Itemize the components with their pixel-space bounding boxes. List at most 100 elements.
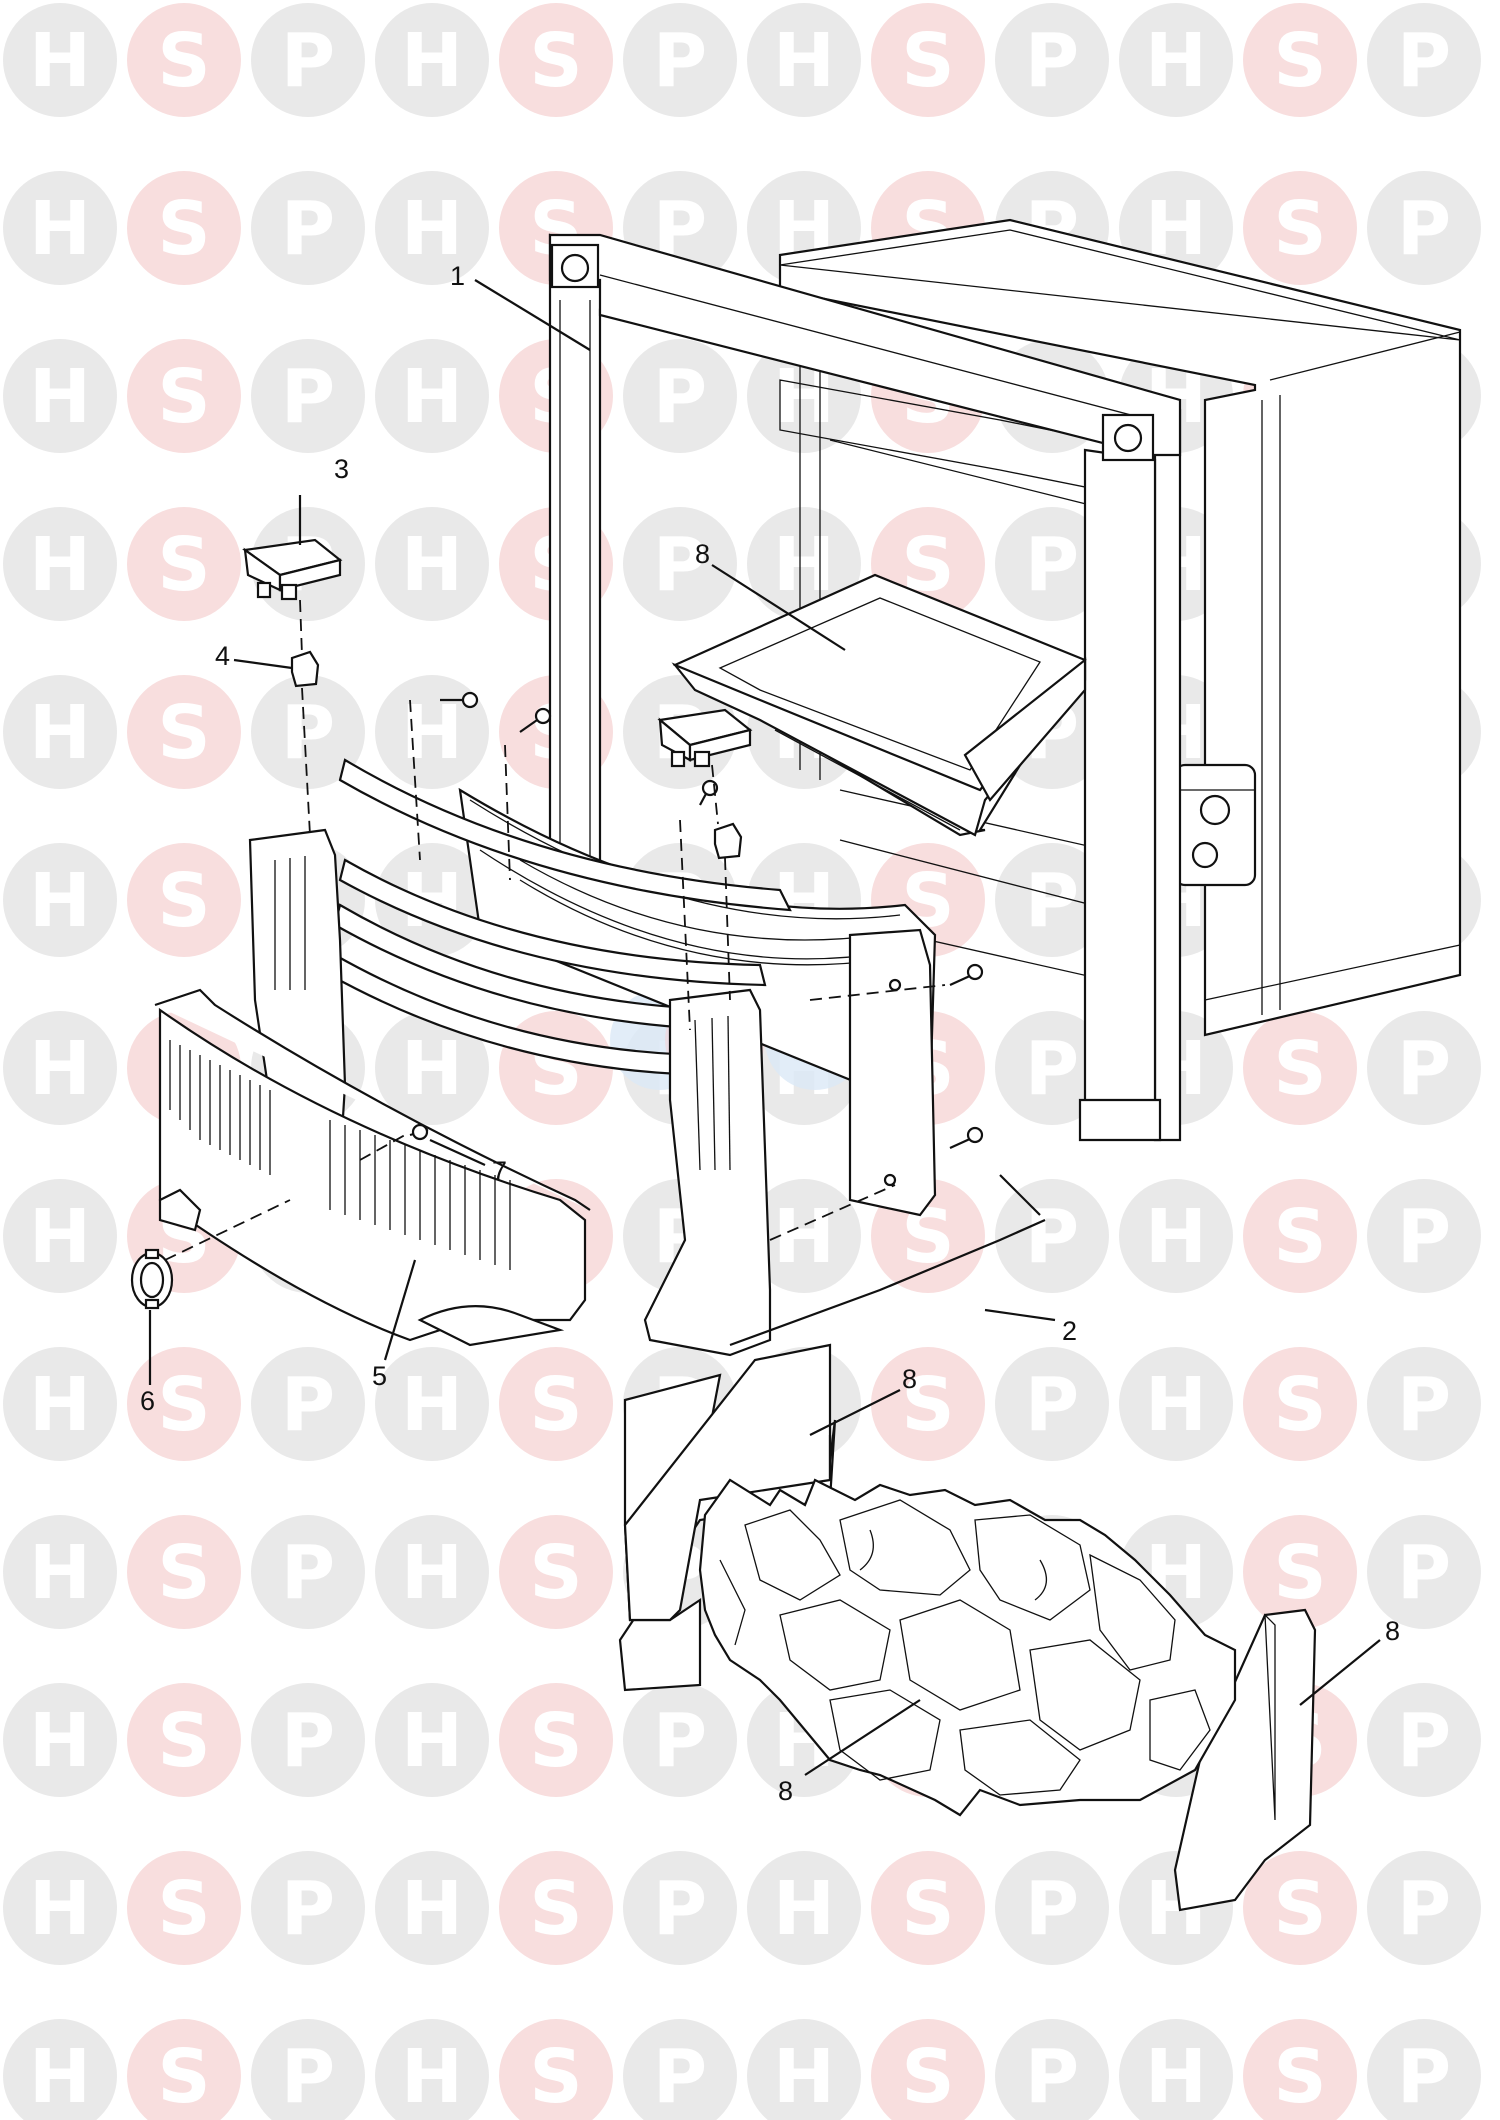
watermark-letter: H — [773, 1194, 835, 1280]
callout-7: 7 — [492, 1156, 507, 1186]
watermark-circle — [375, 3, 489, 117]
callout-8-right-panel: 8 — [1385, 1616, 1400, 1646]
watermark-letter: P — [1025, 1362, 1079, 1448]
watermark-letter: H — [29, 858, 91, 944]
callout-1: 1 — [450, 261, 465, 291]
part-3-cap-right — [657, 708, 753, 768]
watermark-circle — [499, 1515, 613, 1629]
watermark-letter: P — [1025, 18, 1079, 104]
watermark-circle — [1119, 1179, 1233, 1293]
watermark-letter: H — [29, 354, 91, 440]
watermark-letter: S — [901, 1866, 954, 1952]
watermark-circle — [375, 1515, 489, 1629]
watermark-circle — [1367, 1347, 1481, 1461]
watermark-circle — [623, 1683, 737, 1797]
watermark-letter: H — [29, 186, 91, 272]
watermark-letter: S — [901, 18, 954, 104]
watermark-letter: P — [653, 1866, 707, 1952]
watermark-circle — [995, 507, 1109, 621]
part-6-control-knob — [130, 1248, 174, 1310]
watermark-letter: S — [157, 1698, 210, 1784]
watermark-letter: S — [157, 1530, 210, 1616]
callout-8-burner-tray: 8 — [695, 539, 710, 569]
watermark-circle — [3, 1851, 117, 1965]
watermark-circle — [499, 1347, 613, 1461]
watermark-circle — [1367, 1179, 1481, 1293]
watermark-circle — [375, 2019, 489, 2120]
watermark-letter: H — [29, 1698, 91, 1784]
watermark-letter: S — [1273, 186, 1326, 272]
watermark-letter: H — [1145, 2034, 1207, 2120]
watermark-letter: S — [1273, 1362, 1326, 1448]
part-1-fire-frame — [548, 218, 1462, 1142]
watermark-letter: H — [29, 1530, 91, 1616]
watermark-circle — [1243, 1851, 1357, 1965]
watermark-circle — [375, 171, 489, 285]
part-8-burner-tray — [671, 573, 1087, 837]
gas-valve-detail — [1173, 763, 1257, 887]
watermark-letter: P — [1397, 1866, 1451, 1952]
watermark-letter: H — [29, 18, 91, 104]
watermark-letter: P — [1025, 1026, 1079, 1112]
watermark-letter: P — [653, 354, 707, 440]
watermark-circle — [251, 171, 365, 285]
watermark-letter: S — [1273, 1866, 1326, 1952]
watermark-letter: H — [29, 2034, 91, 2120]
watermark-circle — [375, 1683, 489, 1797]
watermark-letter: S — [157, 690, 210, 776]
watermark-circle — [1243, 3, 1357, 117]
watermark-letter: H — [401, 186, 463, 272]
watermark-circle — [499, 3, 613, 117]
watermark-letter: S — [1273, 1026, 1326, 1112]
watermark-circle — [1367, 171, 1481, 285]
watermark-circle — [1243, 1179, 1357, 1293]
watermark-letter: H — [401, 1698, 463, 1784]
watermark-letter: S — [529, 1530, 582, 1616]
watermark-letter: S — [157, 354, 210, 440]
watermark-letter: P — [1025, 1866, 1079, 1952]
watermark-circle — [747, 1179, 861, 1293]
watermark-letter: H — [773, 18, 835, 104]
watermark-letter: S — [529, 2034, 582, 2120]
watermark-letter: P — [653, 1698, 707, 1784]
callout-3: 3 — [334, 454, 349, 484]
watermark-letter: H — [29, 522, 91, 608]
watermark-letter: P — [281, 18, 335, 104]
watermark-letter: H — [401, 354, 463, 440]
watermark-letter: P — [281, 2034, 335, 2120]
watermark-letter: H — [401, 522, 463, 608]
watermark-circle — [375, 1851, 489, 1965]
watermark-letter: S — [157, 1362, 210, 1448]
watermark-letter: S — [157, 18, 210, 104]
watermark-letter: P — [653, 522, 707, 608]
watermark-circle — [375, 507, 489, 621]
part-4-clip-right — [713, 822, 743, 860]
watermark-circle — [251, 339, 365, 453]
watermark-circle — [251, 675, 365, 789]
watermark-letter: P — [1397, 1698, 1451, 1784]
watermark-letter: P — [1397, 1026, 1451, 1112]
watermark-circle — [1367, 1011, 1481, 1125]
callout-2: 2 — [1062, 1316, 1077, 1346]
watermark-letter: H — [773, 1866, 835, 1952]
watermark-circle — [1119, 2019, 1233, 2120]
assembly-dashed-lines — [164, 599, 946, 1261]
callout-4: 4 — [215, 641, 230, 671]
watermark-circle — [3, 1011, 117, 1125]
watermark-letter: P — [1025, 2034, 1079, 2120]
part-5-front-fret — [154, 988, 591, 1347]
watermark-circle — [871, 1851, 985, 1965]
watermark-circle — [127, 675, 241, 789]
watermark-letter: P — [1025, 522, 1079, 608]
watermark-circle — [1367, 3, 1481, 117]
watermark-circle — [3, 1515, 117, 1629]
watermark-letter: P — [281, 354, 335, 440]
part-8-coal-bed — [698, 1478, 1237, 1817]
watermark-circle — [127, 3, 241, 117]
watermark-circle — [1119, 3, 1233, 117]
watermark-letter: H — [401, 1362, 463, 1448]
watermark-letter: P — [281, 1362, 335, 1448]
watermark-letter: P — [1025, 858, 1079, 944]
watermark-circle — [127, 1515, 241, 1629]
